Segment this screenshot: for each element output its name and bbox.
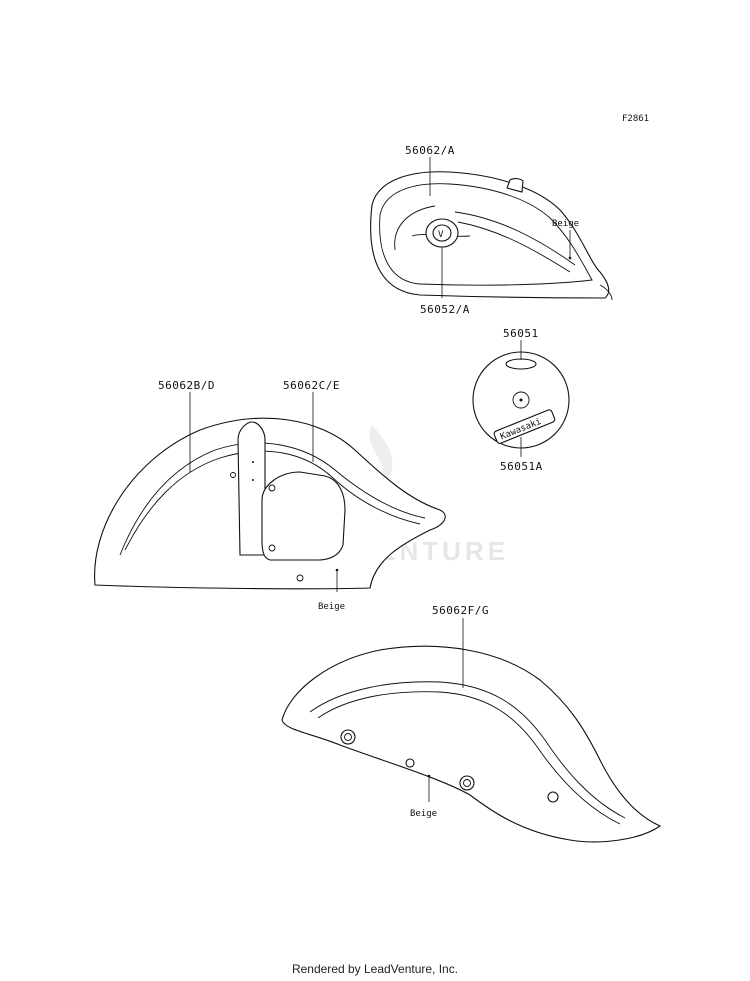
rear-fender xyxy=(281,618,662,843)
label-rear-fender-stripe: 56062F/G xyxy=(432,604,489,617)
fuel-tank: V xyxy=(370,157,613,301)
front-fender xyxy=(94,392,446,592)
emblem-disc: Kawasaki xyxy=(472,340,570,457)
label-front-fender-stripe: 56062B/D xyxy=(158,379,215,392)
label-rear-fender-color: Beige xyxy=(410,809,437,819)
footer-credit: Rendered by LeadVenture, Inc. xyxy=(291,962,459,976)
label-tank-decal: 56062/A xyxy=(405,144,455,157)
label-tank-color: Beige xyxy=(552,219,579,229)
label-emblem-disc: 56051A xyxy=(500,460,543,473)
svg-text:V: V xyxy=(438,230,444,240)
figure-id: F2861 xyxy=(622,114,649,124)
label-tank-emblem: 56052/A xyxy=(420,303,470,316)
label-front-fender-panel: 56062C/E xyxy=(283,379,340,392)
label-front-fender-color: Beige xyxy=(318,602,345,612)
label-emblem-badge: 56051 xyxy=(503,327,539,340)
